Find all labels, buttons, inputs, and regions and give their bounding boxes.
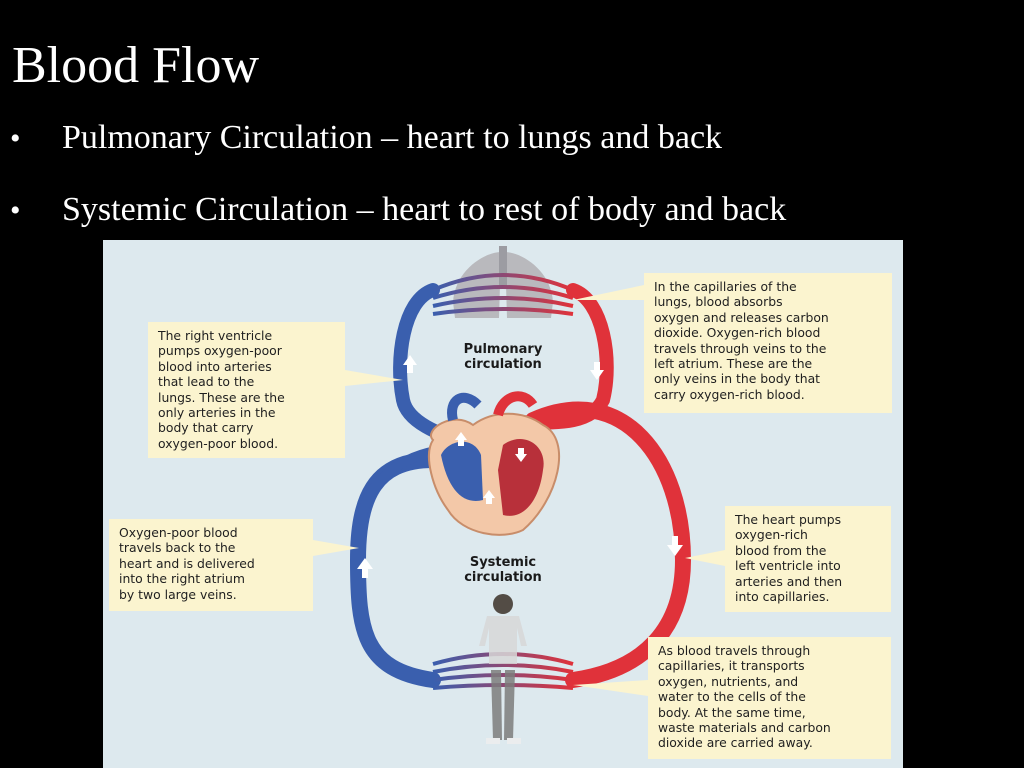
lung-capillaries bbox=[432, 273, 574, 316]
bullet-list: • Pulmonary Circulation – heart to lungs… bbox=[10, 118, 786, 262]
oxygen-poor-return-note: Oxygen-poor blood travels back to the he… bbox=[109, 519, 313, 611]
slide-title: Blood Flow bbox=[12, 37, 260, 94]
arrow-up-icon bbox=[455, 432, 467, 446]
human-figure-icon bbox=[479, 594, 527, 744]
heart-pumps-note: The heart pumps oxygen-rich blood from t… bbox=[725, 506, 891, 612]
systemic-artery-path bbox=[525, 401, 692, 688]
body-capillaries bbox=[432, 652, 574, 690]
bullet-item-pulmonary: • Pulmonary Circulation – heart to lungs… bbox=[10, 118, 786, 159]
flow-arrows bbox=[357, 355, 683, 578]
right-ventricle-note: The right ventricle pumps oxygen-poor bl… bbox=[148, 322, 345, 458]
circulation-illustration bbox=[313, 246, 725, 744]
arrow-down-icon bbox=[667, 536, 683, 556]
pulmonary-circulation-label: Pulmonary circulation bbox=[463, 342, 543, 372]
systemic-circulation-label: Systemic circulation bbox=[464, 555, 542, 585]
body-capillaries-note: As blood travels through capillaries, it… bbox=[648, 637, 891, 759]
arrow-up-icon bbox=[483, 490, 495, 504]
bullet-text-systemic: Systemic Circulation – heart to rest of … bbox=[62, 191, 787, 228]
arrow-up-icon bbox=[357, 558, 373, 578]
callout-pointers bbox=[313, 285, 725, 696]
arrow-down-icon bbox=[590, 362, 604, 380]
bullet-text-pulmonary: Pulmonary Circulation – heart to lungs a… bbox=[62, 119, 723, 156]
bullet-item-systemic: • Systemic Circulation – heart to rest o… bbox=[10, 190, 786, 231]
arrow-down-icon bbox=[515, 448, 527, 462]
bullet-icon: • bbox=[10, 122, 21, 155]
circulation-diagram: Pulmonary circulation Systemic circulati… bbox=[103, 240, 903, 768]
bullet-icon: • bbox=[10, 194, 21, 227]
arrow-up-icon bbox=[403, 355, 417, 373]
lung-capillaries-note: In the capillaries of the lungs, blood a… bbox=[644, 273, 892, 413]
